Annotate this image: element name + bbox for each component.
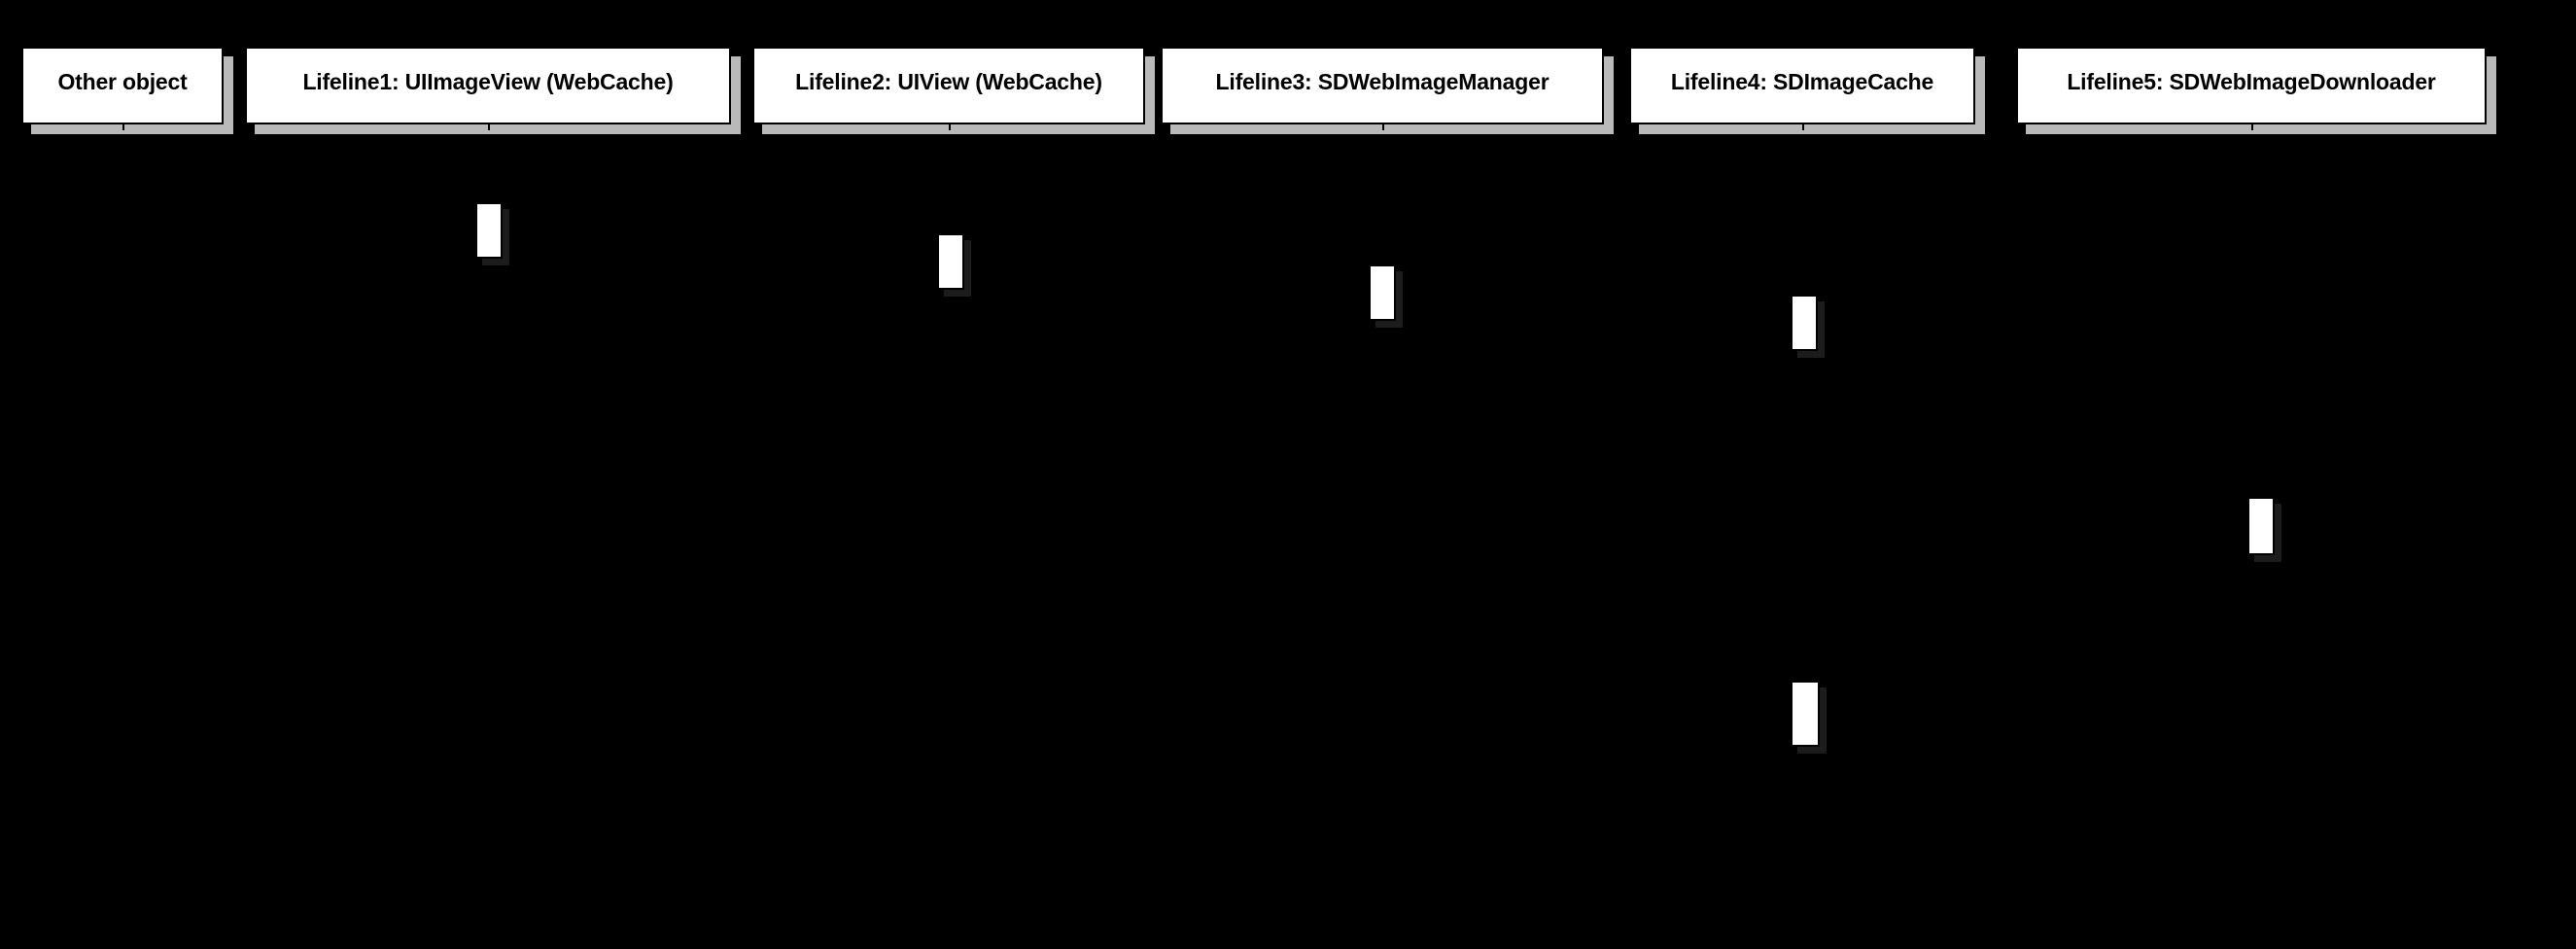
lifeline-stem-lifeline2: [949, 124, 951, 949]
lifeline-other[interactable]: Other object: [21, 0, 233, 949]
lifeline-stem-lifeline3: [1382, 124, 1384, 949]
lifeline-head-lifeline4[interactable]: Lifeline4: SDImageCache: [1629, 47, 1975, 124]
lifeline-label-lifeline3: Lifeline3: SDWebImageManager: [1215, 68, 1549, 94]
activation-bar-act-lifeline3-1[interactable]: [1369, 264, 1396, 321]
activation-bar-act-lifeline2-1[interactable]: [937, 233, 964, 290]
lifeline-label-lifeline2: Lifeline2: UIView (WebCache): [795, 68, 1102, 94]
lifeline-head-lifeline1[interactable]: Lifeline1: UIImageView (WebCache): [245, 47, 731, 124]
lifeline-lifeline1[interactable]: Lifeline1: UIImageView (WebCache): [245, 0, 741, 949]
activation-bar-act-lifeline4-2[interactable]: [1791, 681, 1820, 747]
lifeline-label-lifeline4: Lifeline4: SDImageCache: [1670, 68, 1934, 94]
lifeline-lifeline4[interactable]: Lifeline4: SDImageCache: [1629, 0, 1985, 949]
lifeline-head-lifeline3[interactable]: Lifeline3: SDWebImageManager: [1161, 47, 1604, 124]
lifeline-head-other[interactable]: Other object: [21, 47, 224, 124]
lifeline-head-lifeline2[interactable]: Lifeline2: UIView (WebCache): [752, 47, 1145, 124]
lifeline-label-other: Other object: [57, 68, 188, 94]
lifeline-stem-lifeline1: [488, 124, 490, 949]
activation-bar-act-lifeline5-1[interactable]: [2247, 497, 2275, 555]
lifeline-lifeline2[interactable]: Lifeline2: UIView (WebCache): [752, 0, 1155, 949]
lifeline-stem-lifeline4: [1802, 124, 1804, 949]
lifeline-lifeline3[interactable]: Lifeline3: SDWebImageManager: [1161, 0, 1614, 949]
lifeline-lifeline5[interactable]: Lifeline5: SDWebImageDownloader: [2016, 0, 2496, 949]
lifeline-stem-other: [122, 124, 124, 949]
activation-bar-act-lifeline4-1[interactable]: [1791, 295, 1818, 351]
lifeline-head-lifeline5[interactable]: Lifeline5: SDWebImageDownloader: [2016, 47, 2487, 124]
lifeline-label-lifeline1: Lifeline1: UIImageView (WebCache): [302, 68, 674, 94]
activation-bar-act-lifeline1-1[interactable]: [475, 202, 503, 259]
lifeline-label-lifeline5: Lifeline5: SDWebImageDownloader: [2067, 68, 2436, 94]
